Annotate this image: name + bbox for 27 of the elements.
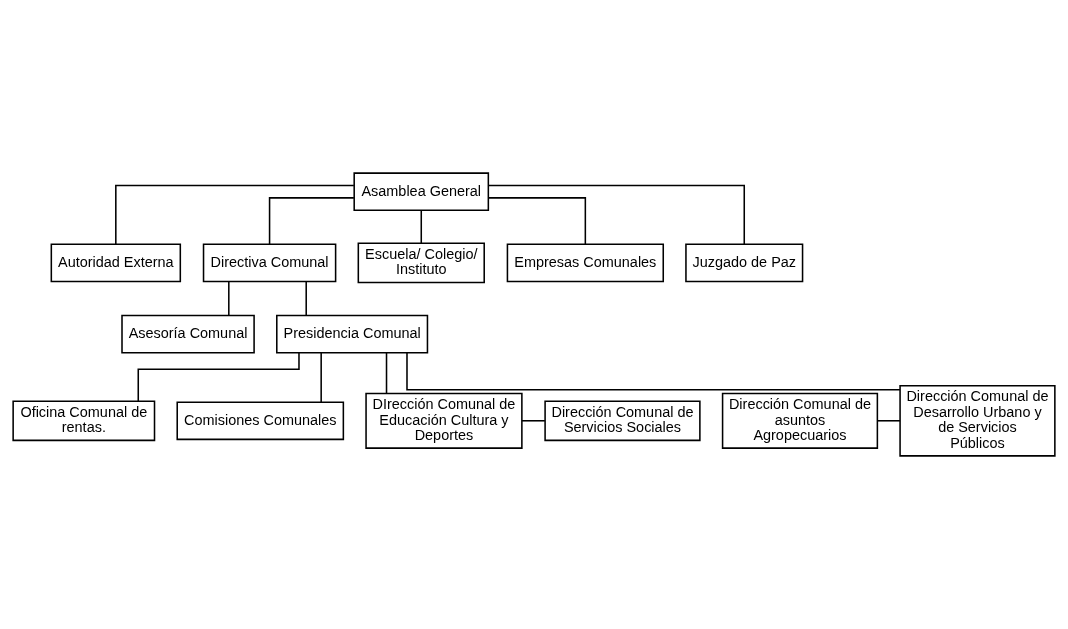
node-box: Juzgado de Paz xyxy=(685,243,804,283)
node-box: Escuela/ Colegio/ Instituto xyxy=(357,242,485,284)
node-box: Dirección Comunal de Desarrollo Urbano y de Servicios Públicos xyxy=(899,384,1056,457)
connector xyxy=(320,352,322,403)
node-box: Dirección Comunal de asuntos Agropecuarios xyxy=(721,392,879,449)
node-box: DIrección Comunal de Educación Cultura y Deportes xyxy=(365,392,523,449)
node-box: Empresas Comunales xyxy=(506,243,665,283)
connector xyxy=(385,352,388,394)
node-box: Presidencia Comunal xyxy=(276,314,429,354)
connector xyxy=(115,184,355,245)
connector xyxy=(487,197,587,245)
node-box: Asesoría Comunal xyxy=(121,314,255,354)
node-box: Dirección Comunal de Servicios Sociales xyxy=(544,400,701,442)
node-box: Comisiones Comunales xyxy=(176,401,345,441)
node-box: Asamblea General xyxy=(353,172,490,212)
node-box: Autoridad Externa xyxy=(50,243,182,283)
connector xyxy=(876,420,901,422)
node-box: Oficina Comunal de rentas. xyxy=(12,400,156,442)
connector xyxy=(420,209,423,244)
connector xyxy=(137,352,300,402)
connector xyxy=(228,280,230,317)
connector xyxy=(521,420,546,422)
connector xyxy=(487,184,746,245)
node-box: Directiva Comunal xyxy=(202,243,337,283)
connector xyxy=(406,352,901,391)
connector xyxy=(268,197,355,245)
connector xyxy=(305,280,307,317)
